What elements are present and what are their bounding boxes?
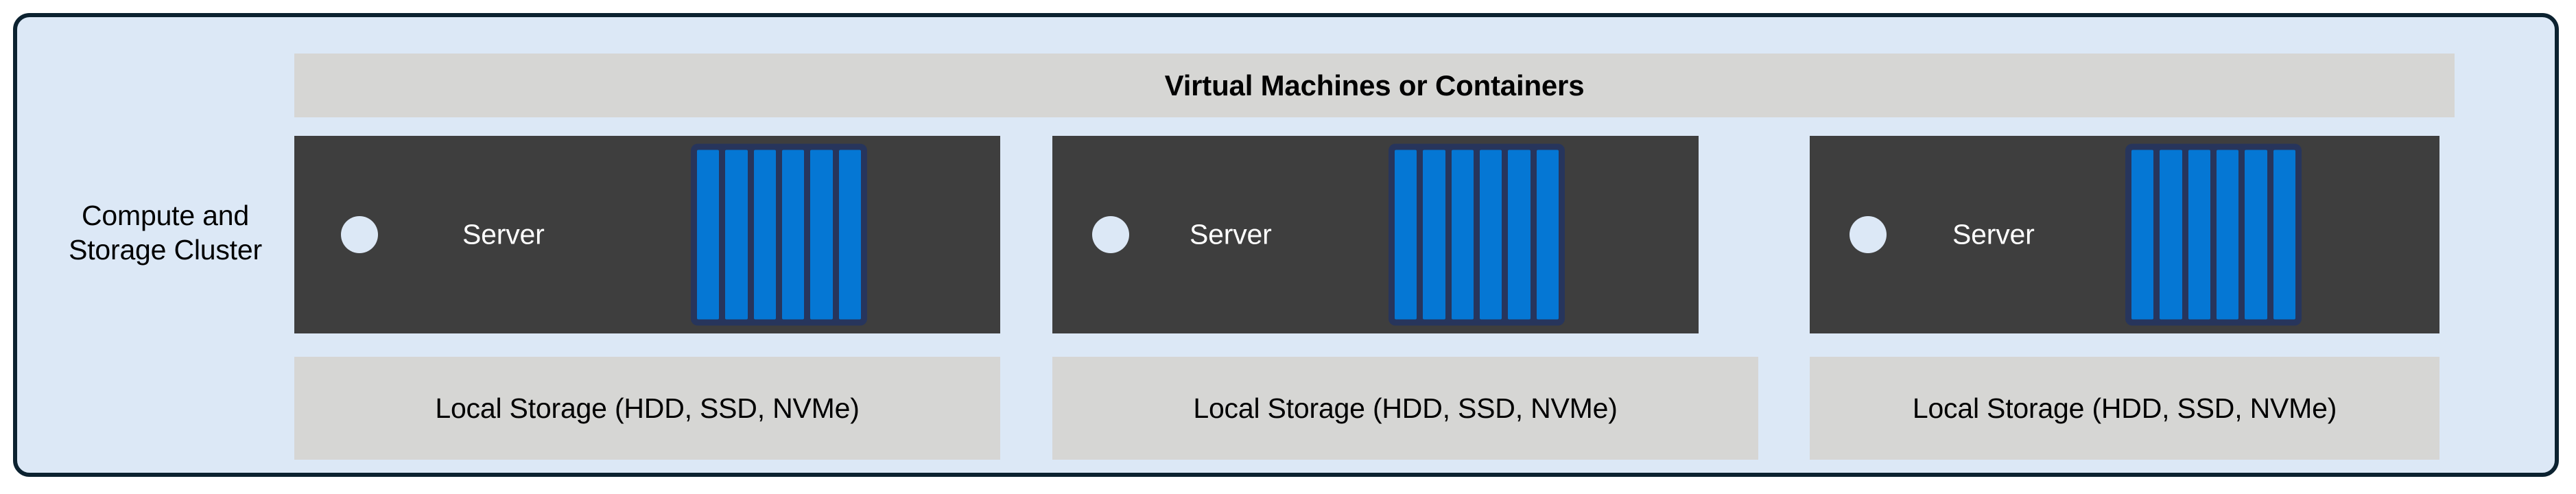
power-led-icon — [1092, 216, 1129, 253]
disk-bar — [1451, 150, 1474, 320]
disk-bar — [2160, 150, 2182, 320]
disk-bar — [2273, 150, 2295, 320]
disk-array — [2125, 143, 2302, 326]
disk-bar — [781, 150, 805, 320]
disk-bar — [1423, 150, 1445, 320]
compute-storage-cluster-frame: Compute and Storage Cluster Virtual Mach… — [13, 13, 2559, 477]
server-chassis: Server — [294, 136, 1000, 333]
power-led-icon — [1850, 216, 1887, 253]
disk-bar — [2131, 150, 2154, 320]
server-label: Server — [462, 218, 545, 250]
cluster-node-2: Server Local Storage (HDD, SSD, NVMe) — [1052, 136, 1758, 460]
disk-bar — [753, 150, 776, 320]
disk-bar — [1479, 150, 1502, 320]
local-storage-label: Local Storage (HDD, SSD, NVMe) — [1912, 392, 2337, 424]
local-storage-label: Local Storage (HDD, SSD, NVMe) — [435, 392, 860, 424]
virtual-machines-banner: Virtual Machines or Containers — [294, 54, 2455, 117]
disk-bar — [1536, 150, 1559, 320]
disk-bar — [1508, 150, 1531, 320]
server-label: Server — [1952, 218, 2035, 250]
local-storage-bar: Local Storage (HDD, SSD, NVMe) — [294, 357, 1000, 460]
disk-bar — [2245, 150, 2267, 320]
server-chassis: Server — [1052, 136, 1699, 333]
local-storage-label: Local Storage (HDD, SSD, NVMe) — [1193, 392, 1618, 424]
disk-bar — [810, 150, 833, 320]
cluster-node-3: Server Local Storage (HDD, SSD, NVMe) — [1810, 136, 2439, 460]
disk-bar — [1395, 150, 1417, 320]
server-chassis: Server — [1810, 136, 2439, 333]
disk-bar — [2216, 150, 2239, 320]
disk-bar — [725, 150, 748, 320]
disk-bar — [697, 150, 720, 320]
disk-bar — [2188, 150, 2210, 320]
cluster-label-line-1: Compute and — [82, 200, 249, 231]
local-storage-bar: Local Storage (HDD, SSD, NVMe) — [1052, 357, 1758, 460]
cluster-label: Compute and Storage Cluster — [42, 198, 289, 267]
virtual-machines-banner-label: Virtual Machines or Containers — [1164, 69, 1585, 102]
cluster-label-line-2: Storage Cluster — [69, 234, 262, 266]
local-storage-bar: Local Storage (HDD, SSD, NVMe) — [1810, 357, 2439, 460]
server-label: Server — [1190, 218, 1272, 250]
disk-array — [1389, 143, 1565, 326]
disk-bar — [838, 150, 861, 320]
power-led-icon — [341, 216, 378, 253]
cluster-node-1: Server Local Storage (HDD, SSD, NVMe) — [294, 136, 1000, 460]
disk-array — [691, 143, 867, 326]
